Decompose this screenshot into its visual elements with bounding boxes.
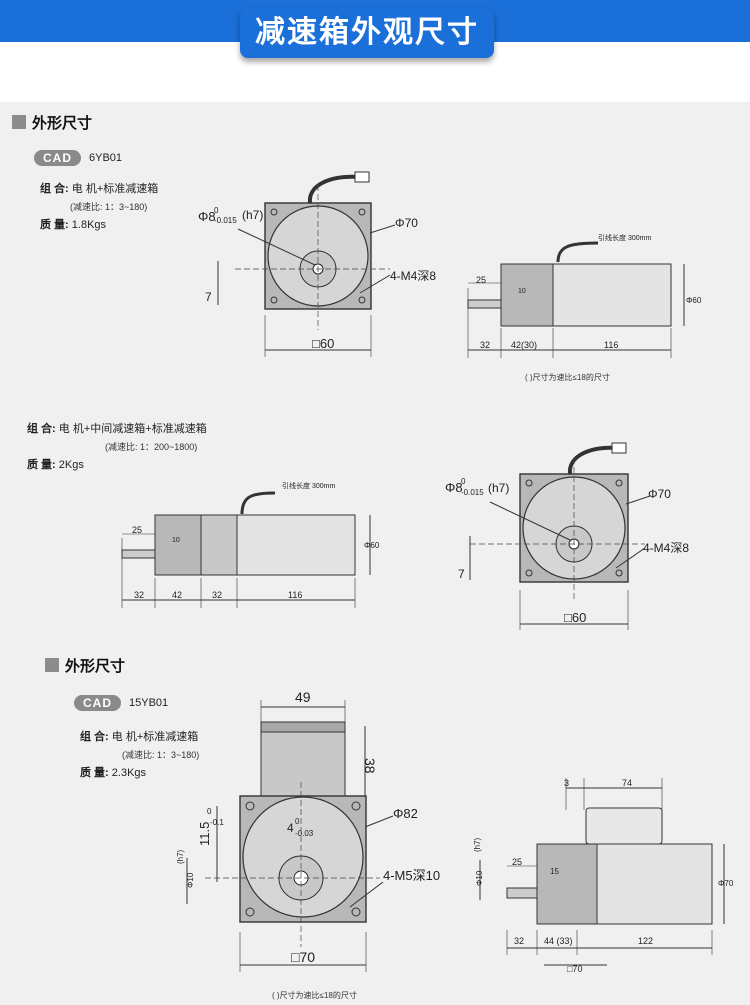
svg-text:-0.03: -0.03 xyxy=(295,829,314,838)
cad-model-3: CAD 15YB01 xyxy=(74,695,168,711)
svg-text:32: 32 xyxy=(514,936,524,946)
svg-text:Φ8: Φ8 xyxy=(445,480,463,495)
cad-badge: CAD xyxy=(34,150,81,166)
svg-text:Φ82: Φ82 xyxy=(393,806,418,821)
svg-text:116: 116 xyxy=(288,590,302,600)
svg-text:10: 10 xyxy=(518,288,526,295)
svg-text:Φ10: Φ10 xyxy=(186,872,195,888)
front-view-drawing-1: Φ8 0 -0.015 (h7) Φ70 4-M4深8 7 □60 xyxy=(198,171,436,357)
side-view-drawing-3: 3 74 25 15 Φ10 (h7) Φ70 32 44 (33) 122 □… xyxy=(473,778,734,974)
svg-text:Φ60: Φ60 xyxy=(686,296,702,305)
svg-text:122: 122 xyxy=(638,936,653,946)
svg-text:3: 3 xyxy=(564,778,569,788)
svg-text:15: 15 xyxy=(550,867,559,876)
svg-text:42: 42 xyxy=(172,590,182,600)
svg-text:(h7): (h7) xyxy=(488,481,509,495)
svg-text:0: 0 xyxy=(214,206,219,215)
svg-text:25: 25 xyxy=(132,525,142,535)
svg-text:(h7): (h7) xyxy=(242,208,263,222)
svg-text:Φ70: Φ70 xyxy=(648,487,671,501)
svg-text:0: 0 xyxy=(461,477,466,486)
svg-text:32: 32 xyxy=(480,340,490,350)
svg-text:□60: □60 xyxy=(312,336,334,351)
page-title: 减速箱外观尺寸 xyxy=(240,8,494,58)
front-view-drawing-3: 49 38 Φ82 4 0 -0.03 11.5 0 -0.1 Φ10 (h7)… xyxy=(176,689,440,972)
svg-text:(h7): (h7) xyxy=(473,837,482,852)
model-name: 15YB01 xyxy=(129,697,169,709)
svg-text:-0.1: -0.1 xyxy=(210,818,224,827)
svg-text:□70: □70 xyxy=(291,949,315,965)
svg-text:Φ8: Φ8 xyxy=(198,209,216,224)
svg-text:Φ70: Φ70 xyxy=(718,879,734,888)
section-marker-icon xyxy=(12,115,26,129)
svg-text:25: 25 xyxy=(512,857,522,867)
svg-text:Φ60: Φ60 xyxy=(364,541,380,550)
svg-text:-0.015: -0.015 xyxy=(461,488,484,497)
section-title-1: 外形尺寸 xyxy=(12,112,92,133)
svg-text:引线长度 300mm: 引线长度 300mm xyxy=(598,233,651,242)
model-name: 6YB01 xyxy=(89,152,123,164)
svg-text:49: 49 xyxy=(295,689,311,705)
ratio-note-3: ( )尺寸为速比≤18的尺寸 xyxy=(272,991,357,1000)
section-marker-icon xyxy=(45,658,59,672)
svg-text:4-M5深10: 4-M5深10 xyxy=(383,868,440,883)
svg-text:引线长度 300mm: 引线长度 300mm xyxy=(282,481,335,490)
svg-text:□60: □60 xyxy=(564,610,586,625)
spec-block-3: 组 合: 电 机+标准减速箱 (减速比: 1：3~180) 质 量: 2.3Kg… xyxy=(80,731,200,779)
svg-text:0: 0 xyxy=(207,807,212,816)
svg-text:44 (33): 44 (33) xyxy=(544,936,573,946)
svg-text:32: 32 xyxy=(134,590,144,600)
svg-text:116: 116 xyxy=(604,340,618,350)
svg-text:4: 4 xyxy=(287,821,294,835)
svg-text:-0.015: -0.015 xyxy=(214,216,237,225)
svg-text:7: 7 xyxy=(205,290,212,304)
cad-model-1: CAD 6YB01 xyxy=(34,150,122,166)
spec-block-2: 组 合: 电 机+中间减速箱+标准减速箱 (减速比: 1：200~1800) 质… xyxy=(27,423,207,471)
svg-text:□70: □70 xyxy=(567,964,582,974)
side-view-drawing-2: 引线长度 300mm 25 10 Φ60 32 42 32 116 xyxy=(121,481,380,608)
spec-block-1: 组 合: 电 机+标准减速箱 (减速比: 1：3~180) 质 量: 1.8Kg… xyxy=(40,183,159,231)
svg-text:7: 7 xyxy=(458,567,465,581)
section-title-3: 外形尺寸 xyxy=(45,655,125,676)
svg-text:25: 25 xyxy=(476,275,486,285)
svg-text:32: 32 xyxy=(212,590,222,600)
svg-text:4-M4深8: 4-M4深8 xyxy=(643,541,689,555)
svg-text:10: 10 xyxy=(172,537,180,544)
svg-text:Φ70: Φ70 xyxy=(395,216,418,230)
svg-text:0: 0 xyxy=(295,817,300,826)
svg-text:74: 74 xyxy=(622,778,632,788)
svg-text:(h7): (h7) xyxy=(176,849,185,864)
cad-badge: CAD xyxy=(74,695,121,711)
svg-text:38: 38 xyxy=(362,758,378,774)
svg-text:11.5: 11.5 xyxy=(197,822,212,846)
ratio-note-1: ( )尺寸为速比≤18的尺寸 xyxy=(525,373,610,382)
svg-text:Φ10: Φ10 xyxy=(475,870,484,886)
svg-text:4-M4深8: 4-M4深8 xyxy=(390,269,436,283)
side-view-drawing-1: 引线长度 300mm 25 10 Φ60 32 42(30) 116 xyxy=(467,233,702,358)
front-view-drawing-2: Φ8 0 -0.015 (h7) Φ70 4-M4深8 7 □60 xyxy=(445,442,689,630)
svg-text:42(30): 42(30) xyxy=(511,340,537,350)
